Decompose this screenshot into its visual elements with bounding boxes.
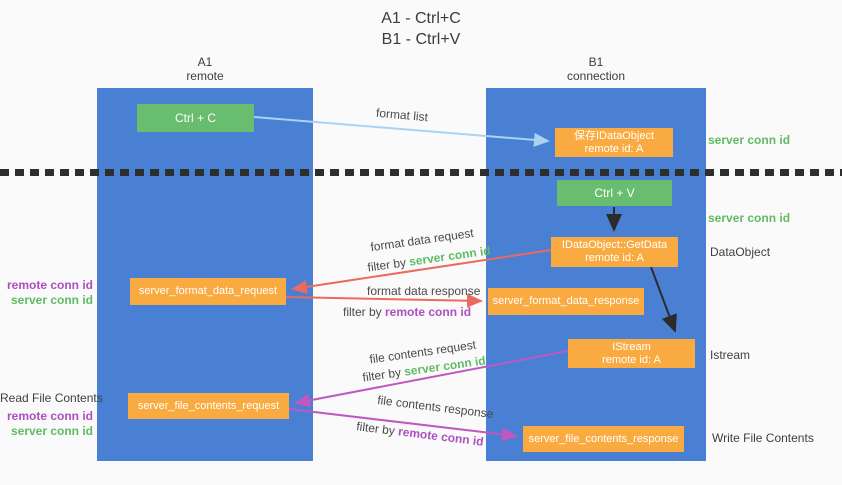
- column-a1-subtitle: remote: [186, 69, 224, 83]
- box-ctrl-c-label: Ctrl + C: [174, 110, 216, 125]
- box-server-file-contents-request: server_file_contents_request: [128, 393, 289, 419]
- label-remote-conn-id-lower: remote conn id: [6, 409, 93, 423]
- box-getdata-line1: IDataObject::GetData: [561, 239, 668, 251]
- box-server-format-data-response: server_format_data_response: [488, 288, 644, 315]
- label-server-conn-id-upper: server conn id: [10, 293, 93, 307]
- box-server-format-data-request: server_format_data_request: [130, 278, 286, 305]
- remote-conn-id-text: remote conn id: [385, 305, 472, 319]
- box-istream: IStream remote id: A: [568, 339, 695, 368]
- label-dataobject: DataObject: [710, 245, 771, 259]
- arrow-format-data-response: [285, 293, 483, 308]
- label-server-conn-id-mid: server conn id: [708, 211, 791, 225]
- column-b1-subtitle: connection: [566, 69, 626, 83]
- box-file-response-label: server_file_contents_response: [528, 432, 679, 445]
- box-istream-line1: IStream: [612, 340, 651, 353]
- column-header-b1: B1 connection: [486, 55, 706, 83]
- arrow-getdata-to-istream: [650, 266, 677, 333]
- box-save-idataobject-line2: remote id: A: [584, 142, 644, 155]
- box-server-file-contents-response: server_file_contents_response: [523, 426, 684, 452]
- box-getdata-line2: remote id: A: [585, 252, 644, 264]
- label-server-conn-id-lower: server conn id: [10, 424, 93, 438]
- box-ctrl-v-label: Ctrl + V: [594, 185, 635, 200]
- box-ctrl-c: Ctrl + C: [137, 104, 254, 132]
- dashed-separator-line: [0, 169, 842, 176]
- label-server-conn-id-top: server conn id: [708, 133, 791, 147]
- box-format-request-label: server_format_data_request: [138, 285, 278, 297]
- column-header-a1: A1 remote: [97, 55, 313, 83]
- label-write-file-contents: Write File Contents: [712, 431, 814, 445]
- box-ctrl-v: Ctrl + V: [557, 180, 672, 206]
- box-idataobject-getdata: IDataObject::GetData remote id: A: [551, 237, 678, 267]
- arrow-file-contents-response: [288, 408, 518, 442]
- arrow-format-data-request: [291, 249, 552, 294]
- label-filter-by-remote-1: filter by remote conn id: [343, 305, 471, 319]
- label-format-data-response: format data response: [367, 284, 481, 298]
- column-a1-name: A1: [197, 55, 213, 69]
- arrow-format-list: [253, 116, 550, 147]
- diagram-title: A1 - Ctrl+C B1 - Ctrl+V: [0, 8, 842, 50]
- box-save-idataobject: 保存IDataObject remote id: A: [555, 128, 673, 157]
- filter-by-text: filter by: [343, 305, 386, 319]
- title-line-a1: A1 - Ctrl+C: [381, 10, 461, 27]
- box-istream-line2: remote id: A: [602, 353, 661, 366]
- box-file-request-label: server_file_contents_request: [137, 399, 280, 412]
- title-line-b1: B1 - Ctrl+V: [381, 31, 461, 48]
- label-read-file-contents: Read File Contents: [0, 391, 103, 405]
- column-b1-name: B1: [588, 55, 604, 69]
- label-remote-conn-id-upper: remote conn id: [6, 278, 93, 292]
- box-format-response-label: server_format_data_response: [492, 295, 640, 307]
- arrow-file-contents-request: [294, 350, 569, 408]
- box-save-idataobject-line1: 保存IDataObject: [573, 129, 655, 142]
- label-istream: Istream: [710, 348, 751, 362]
